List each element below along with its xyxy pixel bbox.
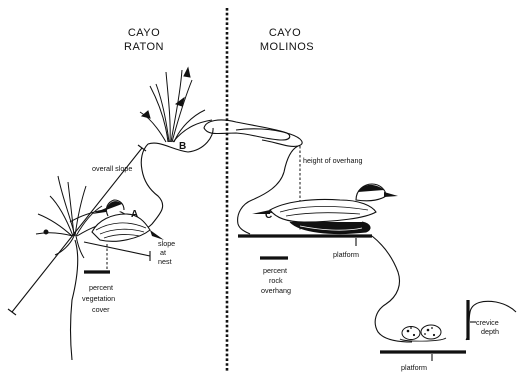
- rock-overhang-line2: rock: [269, 276, 283, 285]
- crevice-eggs: [400, 325, 446, 341]
- crevice-depth-line2: depth: [481, 327, 499, 336]
- overall-slope-label: overall slope: [92, 164, 132, 173]
- right-title-line1: CAYO: [269, 27, 301, 39]
- marker-c: C: [265, 210, 272, 221]
- upper-platform-label: platform: [333, 250, 359, 259]
- rock-overhang-line1: percent: [263, 266, 287, 275]
- slope-at-nest-line1: slope: [158, 239, 175, 248]
- raton-nesting-tern: [92, 200, 164, 241]
- height-of-overhang-label: height of overhang: [303, 156, 363, 165]
- panel-cayo-raton: CAYO RATON: [8, 27, 213, 360]
- slope-at-nest-line3: nest: [158, 257, 172, 266]
- overall-slope-tick-low: [8, 309, 16, 315]
- lower-platform-label: platform: [401, 363, 427, 372]
- marker-a: A: [131, 209, 138, 220]
- molinos-nesting-tern: [252, 184, 398, 234]
- right-title-line2: MOLINOS: [260, 41, 314, 53]
- molinos-overhang-rock-2: [236, 129, 302, 147]
- crevice-depth-line1: crevice: [476, 318, 499, 327]
- raton-upper-grass: [140, 68, 212, 142]
- slope-at-nest-line: [84, 242, 150, 256]
- panel-cayo-molinos: CAYO MOLINOS height of overhang C pla: [204, 27, 516, 372]
- veg-cover-line3: cover: [92, 305, 110, 314]
- left-title-line2: RATON: [124, 41, 164, 53]
- slope-at-nest-line2: at: [160, 248, 166, 257]
- molinos-lower-slope: [372, 236, 412, 342]
- molinos-overhang-rock: [204, 120, 290, 140]
- marker-b: B: [179, 141, 186, 152]
- veg-cover-line2: vegetation: [82, 294, 115, 303]
- veg-cover-line1: percent: [89, 283, 113, 292]
- rock-overhang-line3: overhang: [261, 286, 291, 295]
- left-title-line1: CAYO: [128, 27, 160, 39]
